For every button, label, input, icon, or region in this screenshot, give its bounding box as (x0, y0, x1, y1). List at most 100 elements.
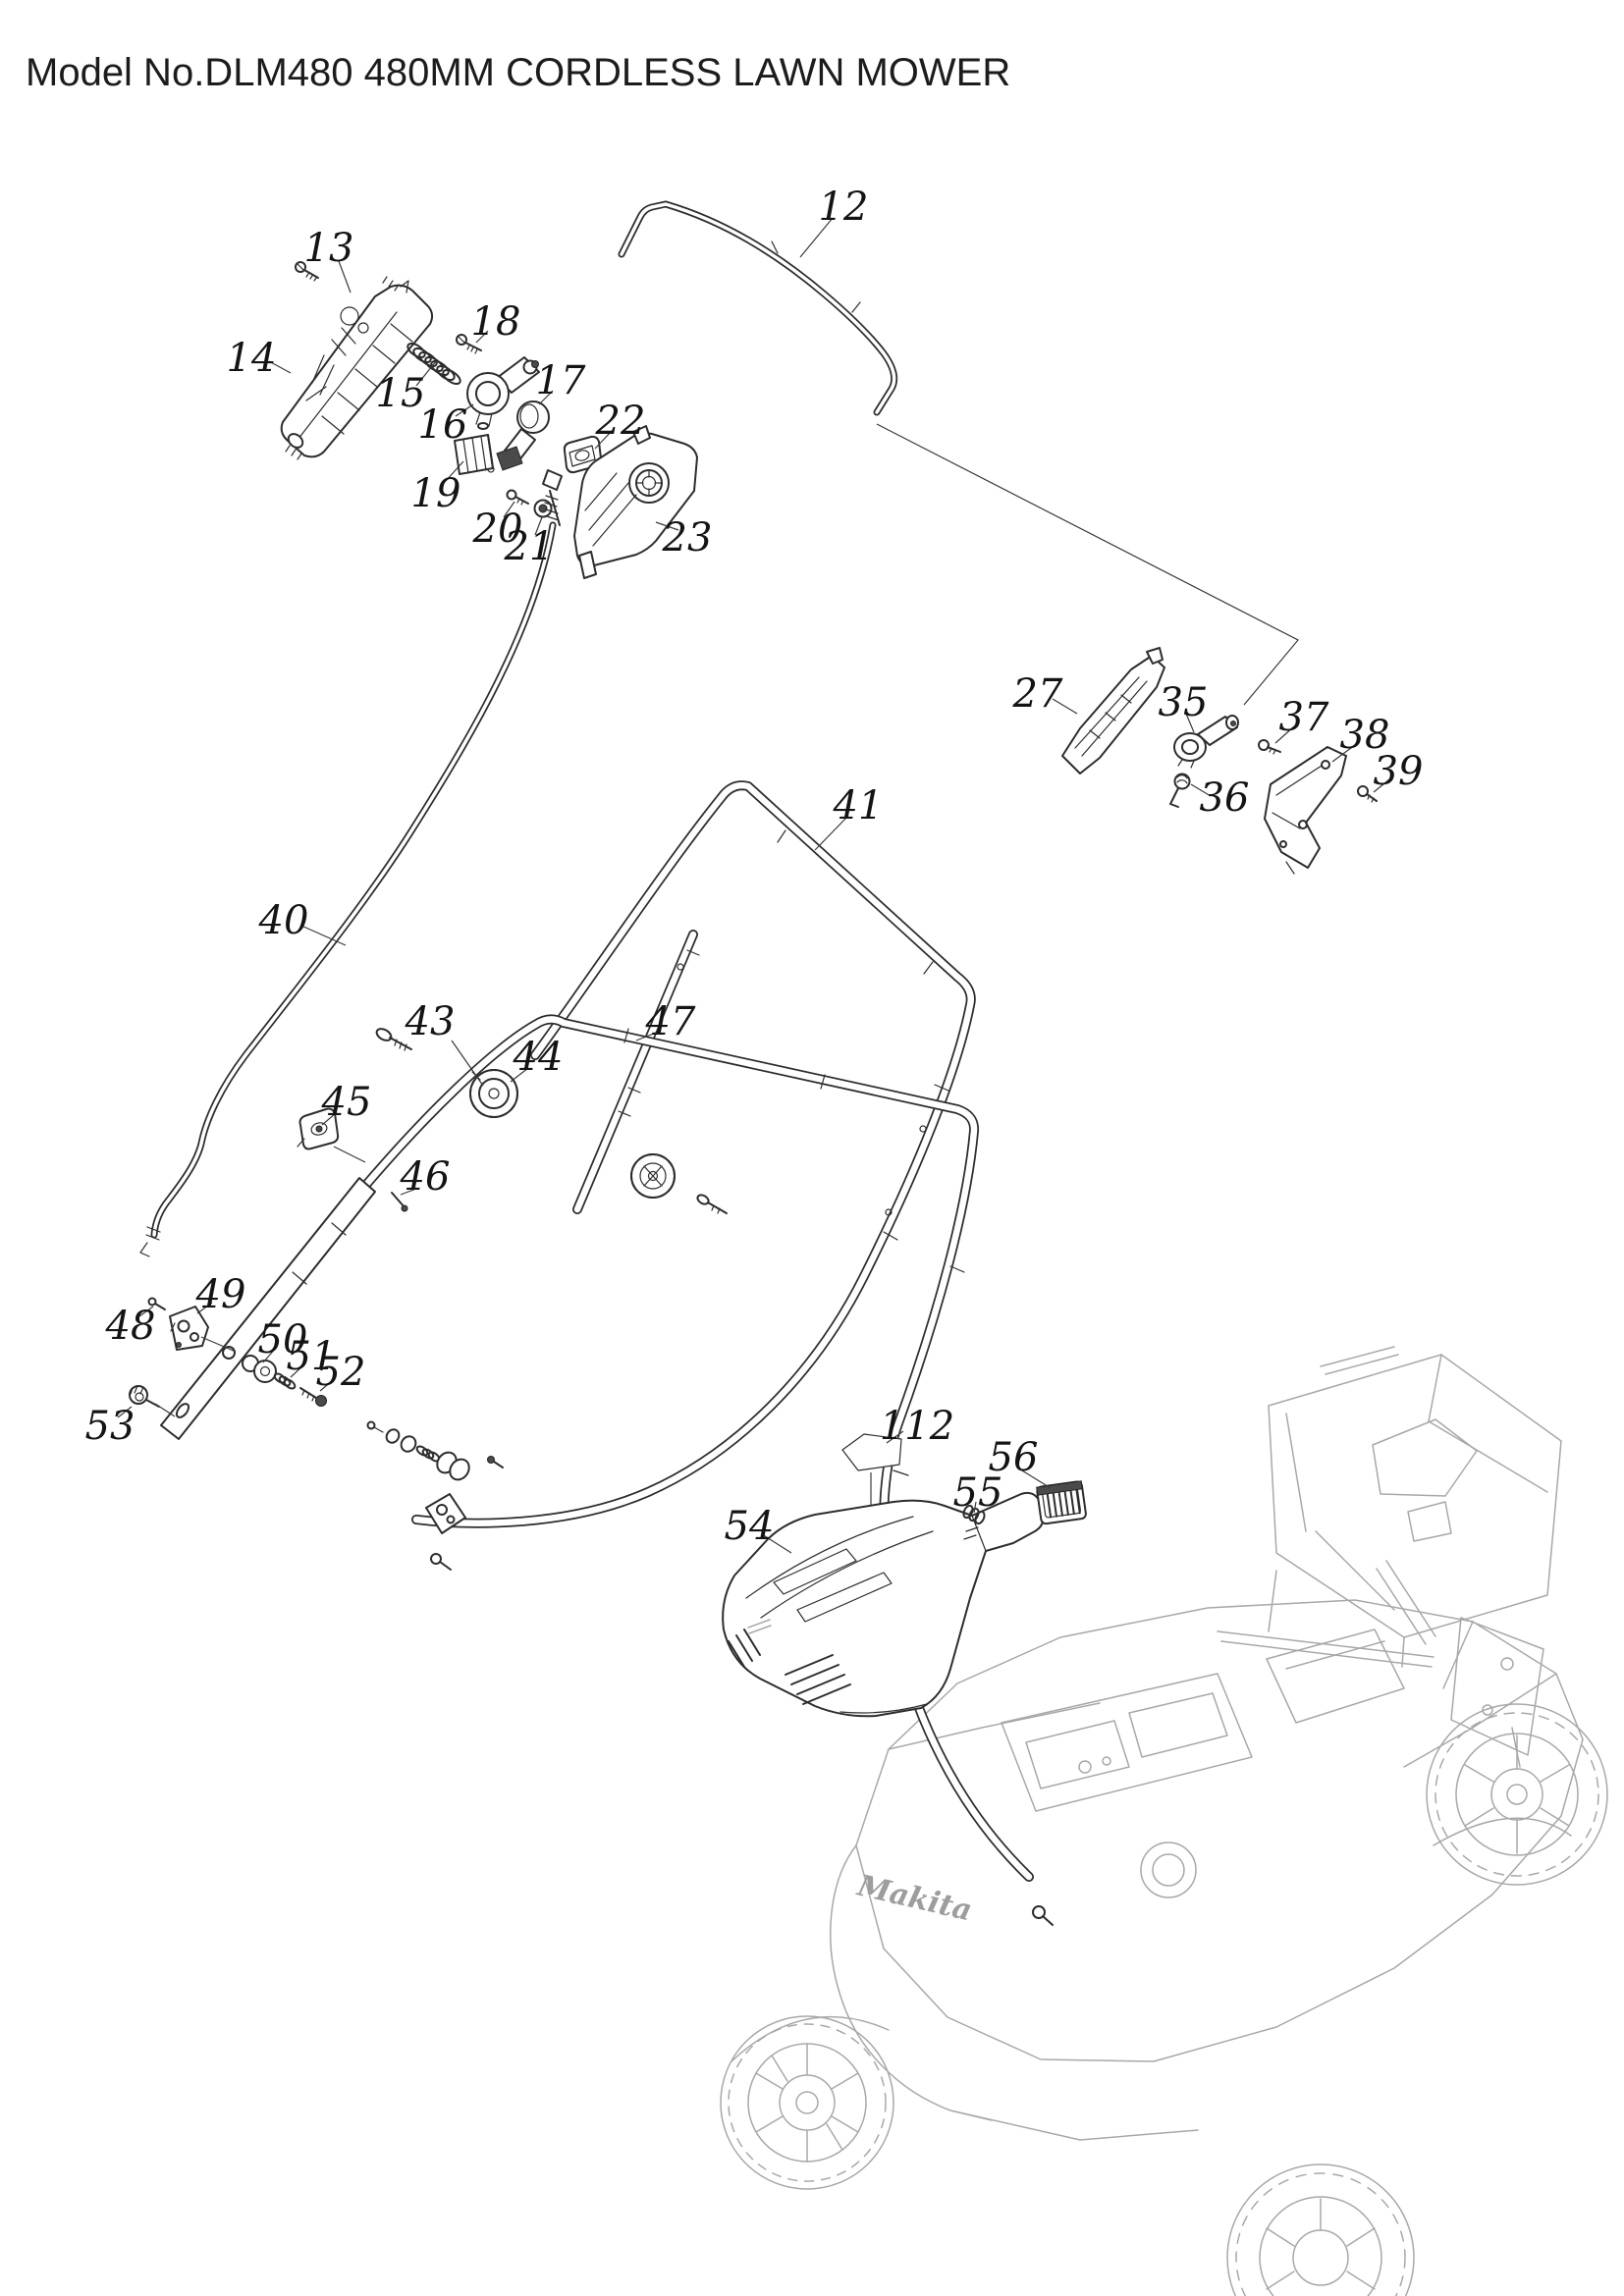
part-label-21: 21 (504, 524, 555, 569)
part-leader-39 (1373, 778, 1390, 793)
part-label-47: 47 (645, 999, 696, 1044)
part-54-battery-cover (722, 1491, 1045, 1718)
part-leader-20 (503, 501, 515, 518)
part-label-43: 43 (405, 999, 456, 1044)
wheel-front (1226, 2163, 1415, 2296)
part-label-56: 56 (989, 1435, 1039, 1480)
part-label-37: 37 (1279, 695, 1329, 740)
part-label-39: 39 (1374, 749, 1424, 794)
deck-logo-text: Makita (853, 1868, 975, 1928)
part-37-screw (1258, 739, 1281, 755)
part-leader-45 (321, 1112, 337, 1126)
part-leader-40 (300, 925, 347, 946)
part-leader-38 (1331, 744, 1356, 763)
part-label-27: 27 (1012, 671, 1063, 717)
part-leader-41 (814, 817, 847, 851)
part-leader-44 (510, 1067, 529, 1083)
part-label-49: 49 (195, 1272, 246, 1317)
part-leader-112 (886, 1430, 904, 1444)
part-leader-35 (1185, 713, 1195, 733)
part-leader-48 (138, 1306, 154, 1317)
part-20-screw (506, 489, 529, 506)
part-leader-27 (1052, 698, 1078, 715)
part-label-15: 15 (376, 371, 426, 416)
part-leader-14 (268, 360, 292, 374)
part-leader-18 (475, 330, 489, 344)
part-leader-54 (761, 1533, 792, 1554)
part-13-screw (295, 261, 319, 282)
part-19-cover-block (454, 434, 494, 475)
part-leader-36 (1190, 783, 1212, 797)
part-label-50: 50 (258, 1317, 308, 1362)
part-41-upper-handle (411, 780, 976, 1528)
part-label-44: 44 (513, 1035, 564, 1080)
part-48-screw (147, 1297, 166, 1310)
mower-body-sketch: Makita (720, 1346, 1608, 2296)
leg-end-hardware (366, 1420, 504, 1571)
wheel-left (720, 2015, 894, 2190)
part-14-switch-housing (280, 276, 434, 460)
part-15-spring (406, 342, 461, 386)
part-52-bolt (299, 1387, 327, 1407)
part-leader-56 (1016, 1467, 1052, 1489)
part-label-52: 52 (316, 1350, 366, 1395)
part-leader-49-1 (200, 1336, 237, 1353)
part-leader-55 (973, 1501, 977, 1514)
part-label-17: 17 (536, 358, 586, 403)
part-36-spring-clip (1169, 773, 1191, 808)
part-label-19: 19 (411, 471, 461, 516)
part-35-clamp (1173, 715, 1239, 769)
part-leader-45-1 (333, 1146, 366, 1163)
part-label-40: 40 (258, 898, 309, 943)
part-21-nut (533, 499, 553, 518)
part-label-18: 18 (471, 299, 521, 345)
part-label-112: 112 (880, 1404, 954, 1449)
part-44-knob (469, 1069, 518, 1118)
part-49-lever-bracket (169, 1306, 209, 1351)
part-label-38: 38 (1340, 713, 1390, 758)
part-leader-22 (594, 429, 614, 450)
part-label-16: 16 (418, 402, 468, 448)
part-leader-15 (415, 360, 437, 387)
part-label-23: 23 (662, 515, 713, 561)
part-44b-knob (630, 1153, 728, 1214)
part-leader-46 (400, 1188, 417, 1196)
part-23-housing-cover (573, 425, 698, 579)
part-label-13: 13 (304, 226, 354, 271)
part-55-spring (962, 1504, 986, 1525)
part-leader-47 (635, 1032, 657, 1041)
part-43-bolt (375, 1028, 412, 1051)
part-leader-13 (338, 260, 352, 294)
part-label-14: 14 (227, 336, 277, 381)
part-17-lever (487, 400, 550, 473)
part-51-spring (273, 1372, 297, 1390)
part-label-35: 35 (1159, 680, 1209, 725)
part-16-clamp (466, 356, 540, 430)
part-leader-21 (534, 516, 543, 536)
part-46-pin (391, 1192, 408, 1212)
part-label-22: 22 (595, 399, 646, 444)
part-label-46: 46 (400, 1154, 451, 1200)
part-label-53: 53 (85, 1404, 135, 1449)
part-leader-12 (799, 217, 834, 258)
page-title: Model No.DLM480 480MM CORDLESS LAWN MOWE… (26, 51, 1011, 94)
part-label-20: 20 (472, 507, 523, 552)
part-label-54: 54 (725, 1504, 775, 1549)
part-40-cable (139, 469, 563, 1257)
part-leader-53-1 (154, 1403, 176, 1417)
part-leader-23 (655, 521, 679, 531)
part-56-terminal-block (1036, 1480, 1087, 1525)
part-label-45: 45 (321, 1080, 372, 1125)
part-label-41: 41 (833, 783, 884, 828)
part-label-36: 36 (1200, 775, 1250, 821)
wheel-right (1426, 1703, 1608, 1886)
part-leader-50 (262, 1347, 277, 1363)
part-18-screw (456, 334, 482, 354)
part-leader-51 (290, 1363, 305, 1378)
part-39-screw (1357, 785, 1378, 803)
part-leader-43 (451, 1040, 484, 1087)
part-leader-52 (319, 1379, 334, 1392)
part-12-bail-rod (618, 200, 898, 416)
